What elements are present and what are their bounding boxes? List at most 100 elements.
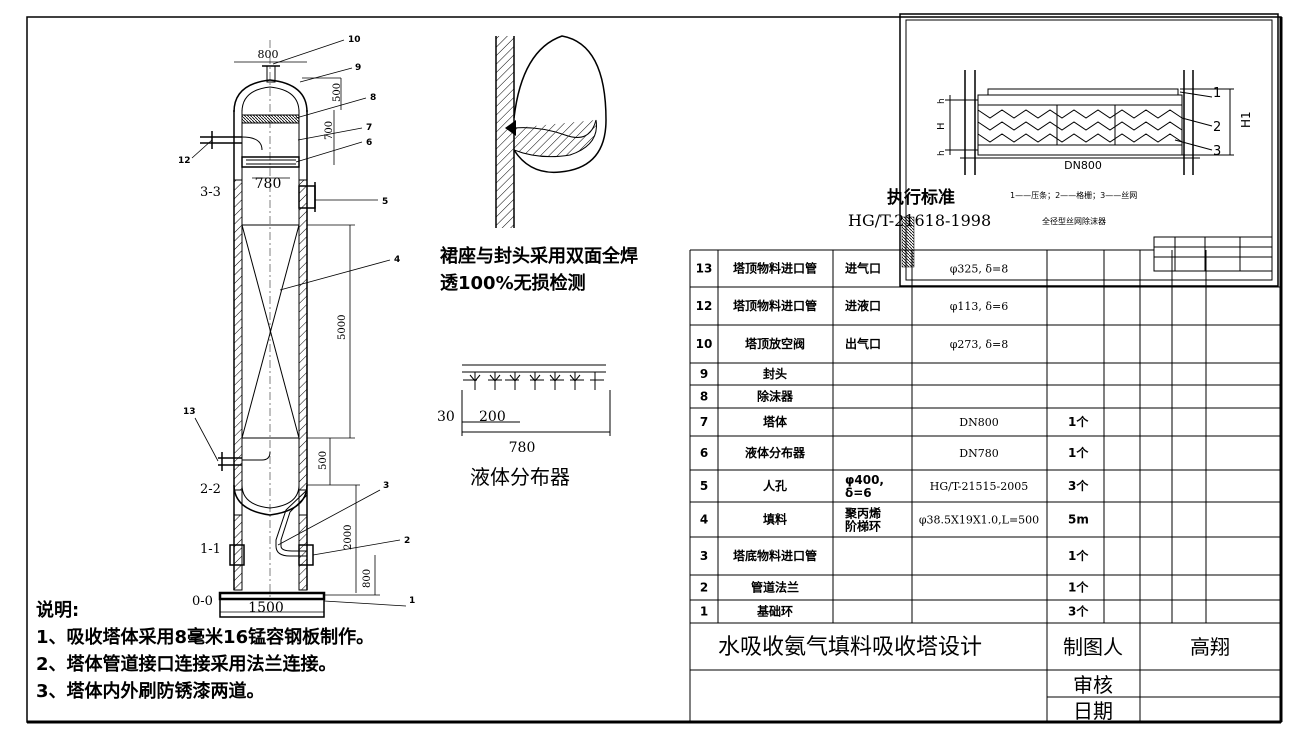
weld-note-line2: 透100%无损检测 [440, 272, 586, 294]
table-cell-name: 塔顶放空阀 [745, 336, 805, 351]
drafter-name: 高翔 [1190, 635, 1230, 659]
table-cell-spec: DN780 [959, 447, 998, 460]
distributor-title: 液体分布器 [470, 465, 570, 489]
demister-label-2: 2 [1213, 120, 1221, 135]
note-3: 3、塔体内外刷防锈漆两道。 [36, 680, 265, 702]
table-cell-use: 进液口 [845, 298, 881, 313]
table-cell-use: 进气口 [845, 261, 881, 276]
table-cell-spec: φ325, δ=8 [950, 263, 1009, 276]
part-4-label: 4 [394, 255, 400, 265]
drawing-title: 水吸收氨气填料吸收塔设计 [718, 635, 982, 660]
demister-inset [899, 13, 1279, 287]
table-cell-qty: 5m [1068, 513, 1089, 527]
table-cell-qty: 3个 [1068, 478, 1089, 493]
table-cell-name: 封头 [763, 366, 787, 381]
table-cell-name: 基础环 [756, 604, 793, 619]
table-cell-no: 4 [700, 513, 708, 527]
table-cell-qty: 1个 [1068, 445, 1089, 460]
demister-h-small-1: h [937, 98, 947, 104]
table-cell-qty: 1个 [1068, 580, 1089, 595]
note-2: 2、塔体管道接口连接采用法兰连接。 [36, 653, 337, 675]
table-cell-spec: DN800 [959, 416, 998, 429]
dim-500-mid: 500 [318, 451, 329, 470]
dist-dim-200: 200 [479, 409, 506, 425]
table-cell-name: 塔顶物料进口管 [733, 261, 817, 276]
dim-800-bottom: 800 [362, 569, 373, 588]
table-cell-name: 除沫器 [757, 389, 794, 404]
leader-lines [191, 39, 407, 607]
table-cell-no: 5 [700, 479, 708, 493]
table-cell-name: 塔顶物料进口管 [733, 298, 817, 313]
part-13-label: 13 [183, 407, 196, 417]
table-cell-use: 聚丙烯 [844, 506, 881, 521]
date-label: 日期 [1073, 699, 1113, 723]
table-cell-name: 管道法兰 [751, 580, 799, 595]
demister-label-3: 3 [1213, 144, 1221, 159]
table-cell-name: 塔底物料进口管 [733, 548, 817, 563]
table-cell-use: δ=6 [845, 486, 872, 500]
table-cell-qty: 1个 [1068, 548, 1089, 563]
table-cell-no: 3 [700, 549, 708, 563]
section-2-2: 2-2 [200, 482, 221, 497]
dim-2000: 2000 [343, 525, 354, 550]
section-1-1: 1-1 [200, 542, 221, 557]
part-8-label: 8 [370, 93, 376, 103]
table-cell-no: 12 [696, 299, 713, 313]
drafter-label: 制图人 [1063, 635, 1123, 659]
table-cell-qty: 3个 [1068, 604, 1089, 619]
part-1-label: 1 [409, 596, 415, 606]
table-cell-qty: 1个 [1068, 414, 1089, 429]
table-cell-use: 出气口 [845, 336, 881, 351]
table-cell-use: 阶梯环 [845, 519, 881, 534]
table-cell-no: 13 [696, 262, 713, 276]
table-cell-no: 2 [700, 581, 708, 595]
standard-label: 执行标准 [887, 187, 955, 208]
table-cell-name: 人孔 [763, 478, 787, 493]
demister-dn800: DN800 [1064, 159, 1102, 172]
note-1: 1、吸收塔体采用8毫米16锰容钢板制作。 [36, 626, 374, 648]
dist-dim-780: 780 [509, 440, 536, 456]
table-cell-no: 1 [700, 605, 708, 619]
demister-caption: 全径型丝网除沫器 [1042, 216, 1106, 226]
table-cell-no: 6 [700, 446, 708, 460]
review-label: 审核 [1073, 673, 1113, 697]
table-cell-no: 9 [700, 367, 708, 381]
table-cell-use: φ400, [845, 473, 884, 487]
weld-detail [495, 35, 607, 228]
part-3-label: 3 [383, 481, 389, 491]
absorption-column [200, 40, 326, 618]
table-cell-no: 7 [700, 415, 708, 429]
part-7-label: 7 [366, 123, 372, 133]
part-10-label: 10 [348, 35, 361, 45]
part-6-label: 6 [366, 138, 372, 148]
table-cell-no: 8 [700, 390, 708, 404]
dim-780: 780 [255, 176, 282, 192]
part-12-label: 12 [178, 156, 191, 166]
part-5-label: 5 [382, 197, 388, 207]
dim-700: 700 [324, 121, 335, 140]
liquid-distributor [461, 364, 611, 436]
table-cell-name: 填料 [763, 512, 787, 527]
demister-label-1: 1 [1213, 86, 1221, 101]
section-3-3: 3-3 [200, 185, 221, 200]
table-cell-spec: φ38.5X19X1.0,L=500 [919, 514, 1039, 527]
demister-legend: 1——压条；2——格栅；3——丝网 [1010, 190, 1137, 200]
table-cell-name: 塔体 [763, 414, 788, 429]
table-cell-name: 液体分布器 [745, 445, 806, 460]
table-cell-spec: φ113, δ=6 [950, 300, 1009, 313]
table-cell-spec: HG/T-21515-2005 [930, 480, 1028, 493]
demister-h-small-2: h [937, 150, 947, 156]
dim-5000: 5000 [337, 315, 348, 340]
weld-note-line1: 裙座与封头采用双面全焊 [440, 245, 638, 267]
notes-heading: 说明: [36, 599, 79, 621]
dim-800-top: 800 [258, 48, 279, 61]
dim-500-top: 500 [332, 83, 343, 102]
demister-h: H [936, 122, 947, 130]
standard-code: HG/T-21618-1998 [848, 211, 991, 230]
table-cell-no: 10 [696, 337, 713, 351]
table-cell-spec: φ273, δ=8 [950, 338, 1009, 351]
part-9-label: 9 [355, 63, 361, 73]
section-0-0: 0-0 [192, 594, 213, 609]
demister-h1: H1 [1239, 111, 1253, 128]
